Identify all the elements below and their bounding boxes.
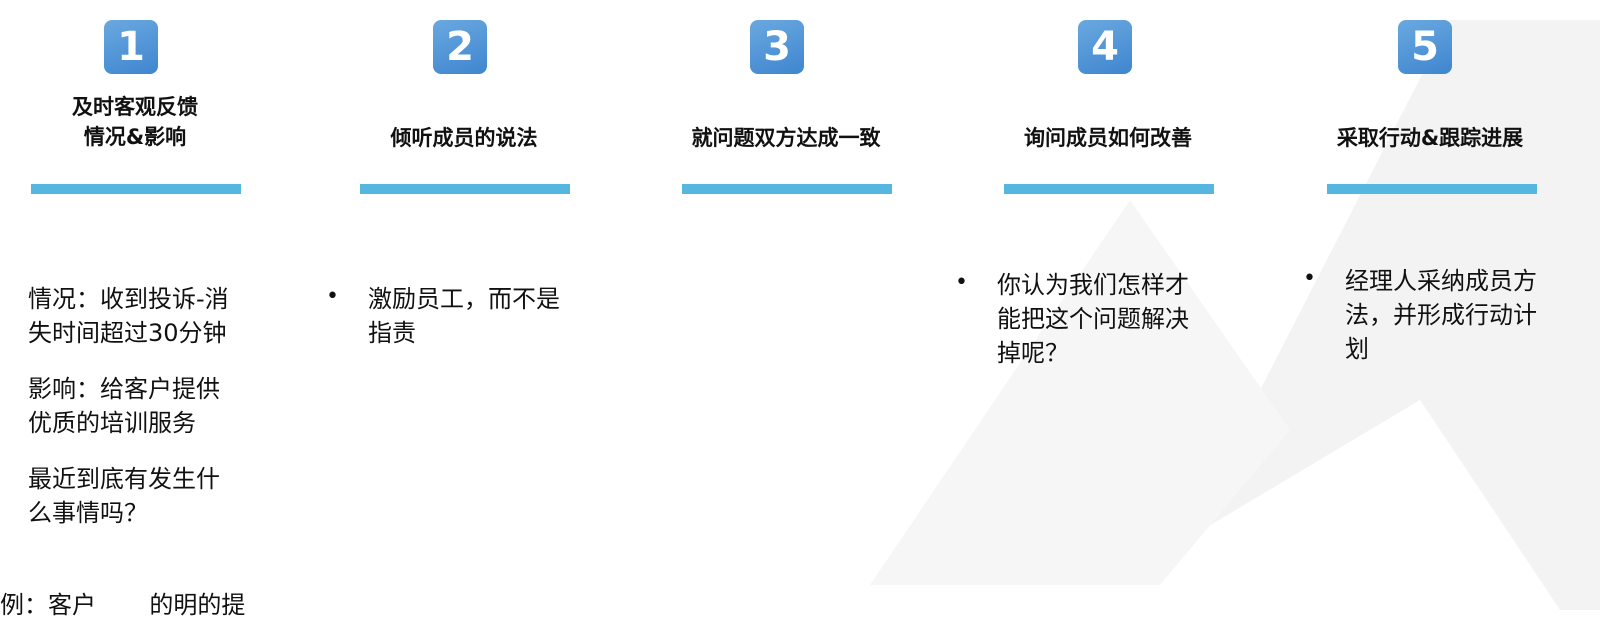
bullet: • <box>1303 266 1316 291</box>
step-number-badge: 2 <box>433 20 487 74</box>
footer-clipped-text: 例：客户 的明的提 <box>0 591 246 619</box>
step-5-content: 经理人采纳成员方 法，并形成行动计 划 <box>1345 264 1537 366</box>
text-line: 你认为我们怎样才 <box>997 271 1189 299</box>
divider-bar <box>1327 184 1537 194</box>
step-2-content: 激励员工，而不是 指责 <box>368 282 560 350</box>
title-line: 情况&影响 <box>83 125 187 149</box>
bullet: • <box>326 284 339 309</box>
bullet: • <box>955 270 968 295</box>
step-number-badge: 3 <box>750 20 804 74</box>
step-number-badge: 4 <box>1078 20 1132 74</box>
text-line: 失时间超过30分钟 <box>28 319 227 347</box>
step-title: 就问题双方达成一致 <box>691 126 881 150</box>
text-line: 法，并形成行动计 <box>1345 301 1537 329</box>
text-line: 影响：给客户提供 <box>28 375 220 403</box>
text-line: 指责 <box>368 319 416 347</box>
text-line: 激励员工，而不是 <box>368 285 560 313</box>
step-4-content: 你认为我们怎样才 能把这个问题解决 掉呢？ <box>997 268 1189 370</box>
step-title: 采取行动&跟踪进展 <box>1336 126 1524 150</box>
text-line: 能把这个问题解决 <box>997 305 1189 333</box>
text-line: 划 <box>1345 335 1369 363</box>
text-line: 最近到底有发生什 <box>28 465 220 493</box>
step-number-badge: 1 <box>104 20 158 74</box>
step-title: 询问成员如何改善 <box>1024 126 1192 150</box>
text-line: 么事情吗？ <box>28 499 148 527</box>
divider-bar <box>1004 184 1214 194</box>
step-title: 及时客观反馈 情况&影响 <box>5 92 265 152</box>
title-line: 及时客观反馈 <box>72 95 198 119</box>
text-line: 掉呢？ <box>997 339 1069 367</box>
text-line: 经理人采纳成员方 <box>1345 267 1537 295</box>
divider-bar <box>360 184 570 194</box>
step-title: 倾听成员的说法 <box>390 126 538 150</box>
divider-bar <box>31 184 241 194</box>
divider-bar <box>682 184 892 194</box>
step-1-content: 情况：收到投诉-消失时间超过30分钟 影响：给客户提供优质的培训服务 最近到底有… <box>28 282 229 552</box>
text-line: 优质的培训服务 <box>28 409 196 437</box>
text-line: 情况：收到投诉-消 <box>28 285 229 313</box>
step-number-badge: 5 <box>1398 20 1452 74</box>
